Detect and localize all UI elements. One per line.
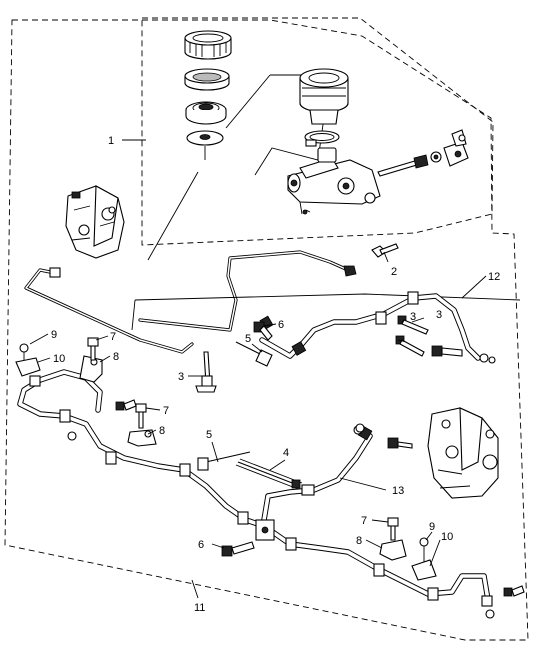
brake-hose-13 [261, 425, 373, 523]
callout-13: 13 [392, 485, 404, 497]
brake-hose-12 [259, 291, 496, 364]
bolt-item-3-left [195, 351, 217, 393]
callout-12: 12 [488, 271, 500, 283]
callout-3b: 3 [436, 309, 442, 321]
leader-6b [263, 323, 277, 327]
leader-10a [37, 357, 51, 363]
leader-5b [251, 343, 263, 353]
assembly-boundary-master-cylinder [141, 17, 494, 246]
reservoir-cap [184, 30, 232, 60]
leader-13 [339, 477, 387, 491]
cap-seal [184, 68, 230, 91]
bolt-item-7-right [387, 517, 399, 541]
brake-caliper-right [427, 407, 499, 499]
bolt-item-6-lower [221, 541, 255, 557]
callout-7b: 7 [163, 405, 169, 417]
callout-10b: 10 [441, 531, 453, 543]
reservoir-band [304, 130, 340, 147]
master-cylinder [287, 147, 381, 215]
cable-tie-item-4 [235, 458, 303, 490]
leader-3c [397, 339, 407, 343]
reservoir-body [299, 68, 349, 125]
callout-10a: 10 [53, 353, 65, 365]
leader-2 [383, 251, 389, 263]
float-plate [186, 130, 224, 146]
washer-left [67, 423, 365, 441]
bolt-item-2 [371, 243, 399, 258]
leader-8c [365, 539, 383, 549]
leader-8a [99, 355, 111, 363]
leader-9b [425, 531, 433, 541]
callout-6a: 6 [198, 539, 204, 551]
leader-8b [147, 429, 157, 435]
hose-clamp-item-10-left [15, 343, 41, 377]
callout-5b: 5 [245, 333, 251, 345]
leader-7c [371, 519, 389, 523]
callout-8b: 8 [159, 425, 165, 437]
leader-3b [411, 317, 425, 323]
callout-6b: 6 [278, 319, 284, 331]
leader-7b [145, 407, 161, 411]
bolt-item-3-right-b [395, 335, 425, 357]
callout-4: 4 [283, 447, 289, 459]
callout-8a: 8 [113, 351, 119, 363]
callout-2: 2 [391, 266, 397, 278]
callout-3c: 3 [410, 311, 416, 323]
banjo-bolt-caliper [387, 437, 413, 449]
diaphragm [185, 101, 227, 125]
leader-4 [269, 459, 286, 471]
leader-5a [211, 441, 219, 463]
leader-11 [191, 579, 199, 599]
clevis [443, 129, 469, 167]
push-rod [377, 151, 442, 177]
bolt-item-6-rear [503, 585, 525, 597]
callout-7a: 7 [110, 331, 116, 343]
leader-9a [29, 333, 49, 345]
leader-10b [429, 539, 441, 567]
bolt-item-7-mid [135, 403, 147, 429]
bolt-item-3-right-a [397, 315, 429, 335]
brake-caliper-left [65, 185, 125, 259]
callout-9a: 9 [51, 329, 57, 341]
cable-tie-item-5-upper [235, 341, 273, 367]
pipe-leader-frame [131, 171, 521, 331]
bolt-left-mid [115, 399, 137, 411]
bolt-item-7-left [87, 337, 99, 361]
assembly-boundary-outer [4, 19, 529, 641]
bolt-item-6-upper [253, 321, 273, 341]
banjo-bolt-right [431, 345, 463, 357]
leader-6a [211, 543, 225, 549]
leader-12 [461, 275, 487, 299]
callout-7c: 7 [361, 515, 367, 527]
hose-clamp-item-8-left [79, 355, 103, 383]
brake-hose-11 [17, 369, 495, 619]
callout-8c: 8 [356, 535, 362, 547]
callout-3a: 3 [178, 371, 184, 383]
hose-clamp-item-8-right [379, 539, 407, 561]
callout-9b: 9 [429, 521, 435, 533]
cable-tie-item-5-lower [197, 451, 251, 471]
leader-7a [95, 335, 109, 341]
callout-11: 11 [194, 602, 205, 614]
callout-1: 1 [108, 135, 114, 147]
callout-5a: 5 [206, 429, 212, 441]
brake-pipe [24, 250, 357, 354]
three-way-joint [255, 519, 275, 541]
